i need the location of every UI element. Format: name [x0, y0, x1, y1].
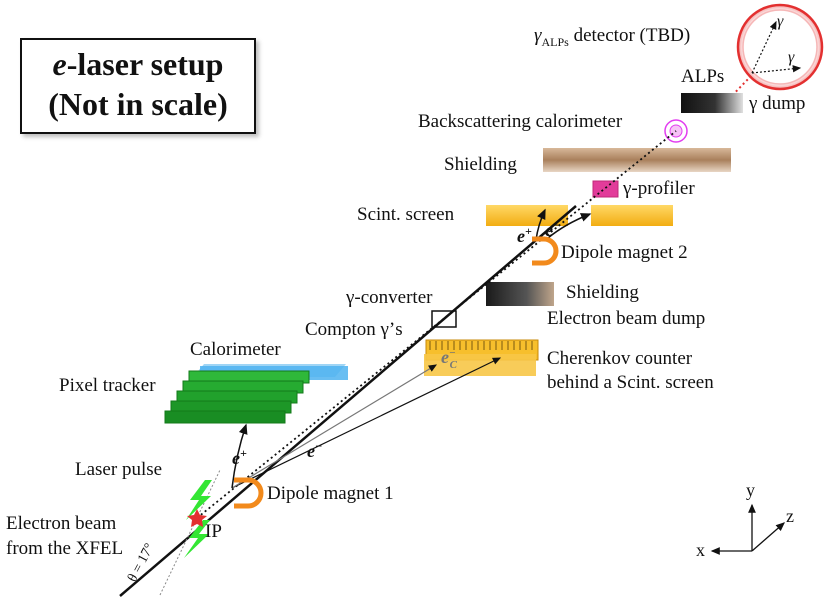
axis-x-label: x	[696, 540, 705, 560]
cherenkov-counter-block	[424, 339, 539, 376]
shielding-mid-block	[486, 282, 554, 306]
shielding-top-label: Shielding	[444, 154, 517, 175]
electron-beam-label-1: Electron beam	[6, 513, 117, 534]
e-minus-track-3	[547, 213, 592, 239]
title-box: e-laser setup (Not in scale)	[20, 38, 256, 134]
laser-pulse-label: Laser pulse	[75, 459, 163, 480]
shielding-top-block	[543, 148, 731, 172]
scint-screen-left	[486, 205, 568, 226]
cherenkov-label-1: Cherenkov counter	[547, 348, 693, 369]
gamma-converter-label: γ-converter	[346, 287, 433, 308]
backscattering-calorimeter-label: Backscattering calorimeter	[418, 111, 623, 132]
gamma-dump-label: γ dump	[749, 93, 806, 114]
e-minus-track-2	[231, 364, 438, 489]
dipole-magnet-1-label: Dipole magnet 1	[267, 483, 394, 504]
scint-screen-right	[591, 205, 673, 226]
gamma-alps-detector-label: γALPs detector (TBD)	[534, 25, 691, 49]
ip-star-icon	[187, 509, 207, 527]
e-minus-bottom-label: e−	[307, 439, 323, 461]
scint-screen-label: Scint. screen	[357, 204, 455, 225]
gamma-1-label: γ	[777, 13, 784, 30]
axis-y-label: y	[746, 480, 755, 500]
gamma-dump-block	[681, 93, 743, 113]
cherenkov-label-2: behind a Scint. screen	[547, 372, 714, 393]
dipole-magnet-2-icon	[532, 236, 559, 266]
gamma-profiler-label: γ-profiler	[623, 178, 695, 199]
alps-detector-icon	[736, 3, 824, 91]
pixel-tracker-label: Pixel tracker	[59, 375, 156, 396]
pixel-tracker-block	[164, 370, 310, 424]
gamma-2-label: γ	[788, 49, 795, 66]
gamma-alps-sub: ALPs	[541, 34, 569, 49]
e-c-label: e−C	[441, 347, 458, 371]
title-line-2: (Not in scale)	[48, 86, 228, 122]
e-minus-top-label: e−	[545, 218, 561, 240]
title-rest: -laser setup	[66, 46, 224, 82]
shielding-mid-label: Shielding	[566, 282, 639, 303]
alps-label: ALPs	[681, 66, 725, 87]
gamma-profiler-block	[592, 180, 619, 198]
ip-label: IP	[205, 521, 222, 542]
axes-icon	[710, 503, 785, 555]
compton-gammas-label: Compton γ’s	[305, 319, 403, 340]
e-plus-track-1	[231, 423, 248, 489]
axis-z-label: z	[786, 506, 794, 526]
calorimeter-label: Calorimeter	[190, 339, 281, 360]
e-plus-top-label: e+	[517, 224, 532, 246]
e-minus-track-1	[231, 357, 502, 489]
laser-bolt-upper-icon	[186, 480, 212, 520]
laser-beam-line	[159, 469, 221, 596]
dipole-magnet-1-icon	[234, 477, 264, 509]
electron-beam-label-2: from the XFEL	[6, 538, 124, 559]
title-italic-e: e	[52, 46, 67, 82]
dipole-magnet-2-label: Dipole magnet 2	[561, 242, 688, 263]
gamma-alps-symbol: γ	[534, 25, 542, 46]
alps-path	[721, 74, 753, 107]
title-line-1: e-laser setup	[22, 46, 254, 83]
e-plus-bottom-label: e+	[232, 446, 247, 468]
gamma-alps-detector-text: detector (TBD)	[573, 25, 691, 46]
electron-beam-dump-label: Electron beam dump	[547, 308, 706, 329]
